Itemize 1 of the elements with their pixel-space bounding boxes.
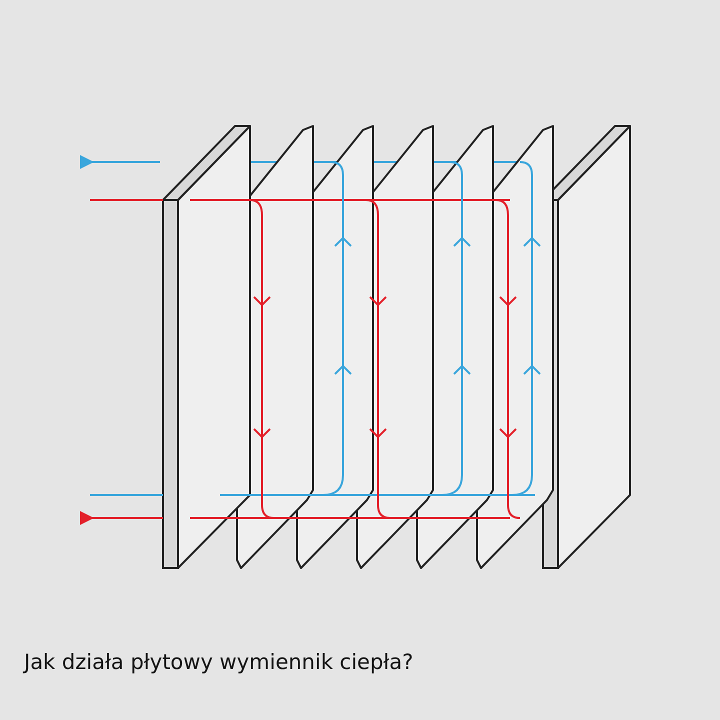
caption: Jak działa płytowy wymiennik ciepła? [24, 650, 414, 674]
